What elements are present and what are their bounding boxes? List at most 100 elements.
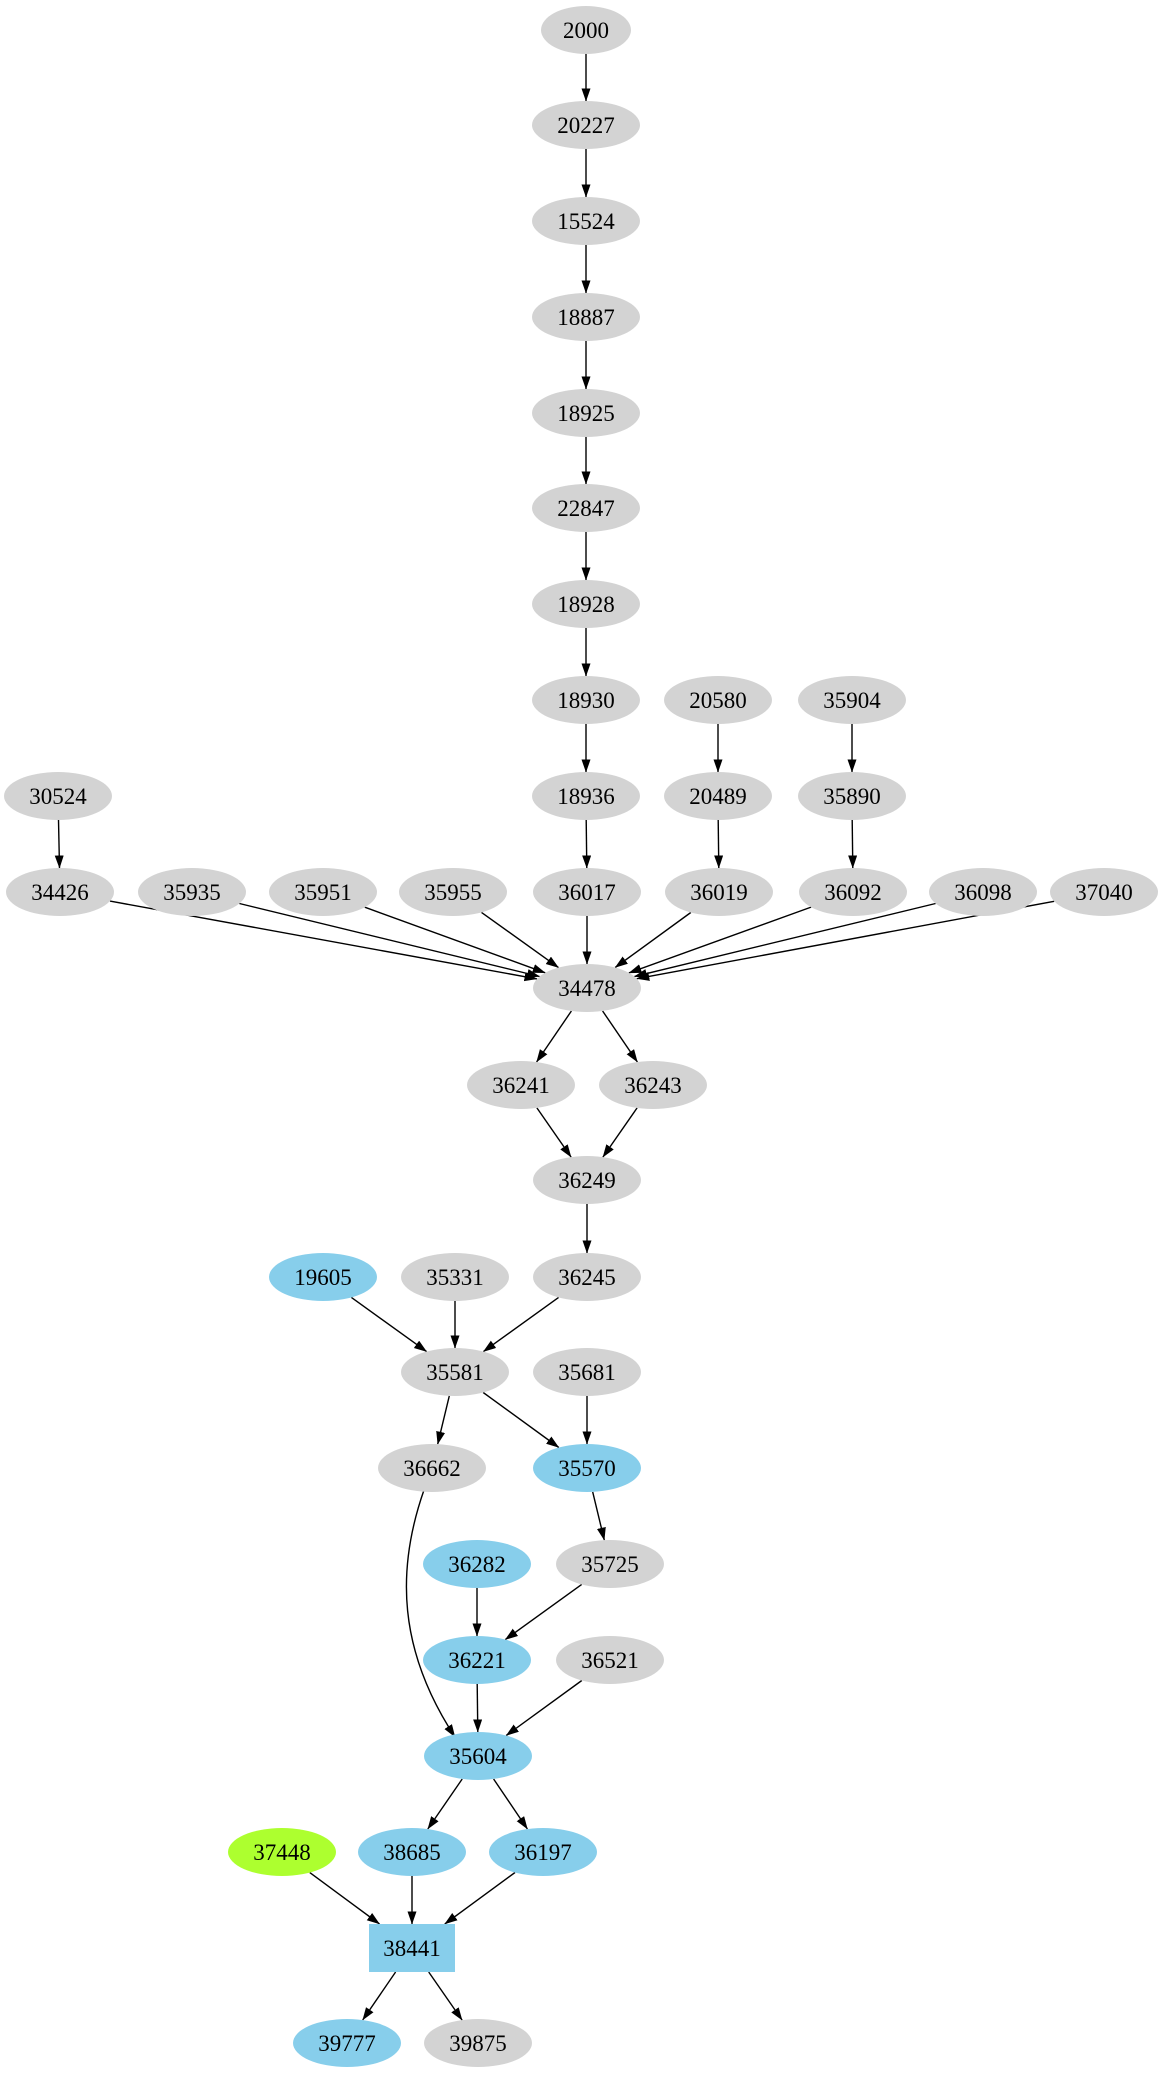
node-label: 2000 <box>563 18 609 43</box>
node-ellipse <box>424 1732 532 1780</box>
node-36092: 36092 <box>799 868 907 916</box>
edge-34478-36241 <box>536 1010 572 1063</box>
node-35570: 35570 <box>533 1444 641 1492</box>
node-37040: 37040 <box>1050 868 1158 916</box>
node-ellipse <box>599 1061 707 1109</box>
node-35890: 35890 <box>798 772 906 820</box>
edge-19605-35581 <box>350 1296 428 1353</box>
node-label: 18925 <box>557 401 615 426</box>
node-ellipse <box>378 1444 486 1492</box>
edge-30524-34426 <box>54 819 64 869</box>
node-label: 36245 <box>558 1265 616 1290</box>
edge-36521-35604 <box>505 1679 583 1737</box>
node-36017: 36017 <box>533 868 641 916</box>
node-36197: 36197 <box>489 1828 597 1876</box>
node-label: 36243 <box>624 1073 682 1098</box>
node-ellipse <box>556 1636 664 1684</box>
edges-layer <box>54 54 1055 2021</box>
node-ellipse <box>401 1253 509 1301</box>
node-label: 35681 <box>558 1360 616 1385</box>
node-34478: 34478 <box>533 964 641 1012</box>
node-ellipse <box>293 2019 401 2067</box>
node-ellipse <box>533 964 641 1012</box>
node-label: 39777 <box>318 2031 376 2056</box>
node-label: 22847 <box>557 496 615 521</box>
node-label: 36019 <box>690 880 748 905</box>
node-label: 36249 <box>558 1168 616 1193</box>
node-ellipse <box>541 6 631 54</box>
edge-35890-36092 <box>848 819 858 869</box>
edge-20489-36019 <box>714 819 724 869</box>
edge-37448-38441 <box>309 1872 380 1925</box>
node-ellipse <box>533 1348 641 1396</box>
node-ellipse <box>269 868 377 916</box>
node-37448: 37448 <box>228 1828 336 1876</box>
node-ellipse <box>401 1348 509 1396</box>
node-ellipse <box>6 868 114 916</box>
node-35904: 35904 <box>798 676 906 724</box>
node-label: 34426 <box>31 880 89 905</box>
node-36221: 36221 <box>423 1636 531 1684</box>
node-ellipse <box>532 101 640 149</box>
node-36662: 36662 <box>378 1444 486 1492</box>
node-label: 19605 <box>294 1265 352 1290</box>
node-ellipse <box>532 197 640 245</box>
node-label: 37448 <box>253 1840 311 1865</box>
node-label: 39875 <box>449 2031 507 2056</box>
node-38685: 38685 <box>358 1828 466 1876</box>
node-34426: 34426 <box>6 868 114 916</box>
node-label: 18887 <box>557 305 615 330</box>
node-18928: 18928 <box>532 580 640 628</box>
node-20580: 20580 <box>664 676 772 724</box>
node-ellipse <box>1050 868 1158 916</box>
node-35725: 35725 <box>556 1540 664 1588</box>
edge-34478-36243 <box>602 1010 638 1063</box>
node-ellipse <box>532 772 640 820</box>
node-ellipse <box>556 1540 664 1588</box>
edge-36098-34478 <box>633 902 936 978</box>
node-label: 30524 <box>29 784 87 809</box>
node-label: 36098 <box>954 880 1012 905</box>
edge-36092-34478 <box>628 906 812 974</box>
node-ellipse <box>533 1253 641 1301</box>
node-label: 36662 <box>403 1456 461 1481</box>
node-label: 36092 <box>824 880 882 905</box>
node-label: 35955 <box>424 880 482 905</box>
edge-35955-34478 <box>481 911 559 969</box>
node-label: 38441 <box>383 1936 441 1961</box>
node-ellipse <box>532 676 640 724</box>
node-label: 36521 <box>581 1648 639 1673</box>
node-ellipse <box>399 868 507 916</box>
node-38441: 38441 <box>369 1924 455 1972</box>
node-36241: 36241 <box>467 1061 575 1109</box>
edge-36245-35581 <box>482 1296 560 1353</box>
node-label: 35904 <box>823 688 881 713</box>
edge-38441-39777 <box>362 1971 397 2021</box>
node-ellipse <box>358 1828 466 1876</box>
node-label: 36282 <box>448 1552 506 1577</box>
node-ellipse <box>423 1636 531 1684</box>
node-label: 35890 <box>823 784 881 809</box>
node-39875: 39875 <box>424 2019 532 2067</box>
node-label: 18930 <box>557 688 615 713</box>
node-label: 35725 <box>581 1552 639 1577</box>
edge-35570-35725 <box>592 1491 606 1541</box>
edge-35604-36197 <box>493 1778 528 1830</box>
node-ellipse <box>798 772 906 820</box>
node-36245: 36245 <box>533 1253 641 1301</box>
node-19605: 19605 <box>269 1253 377 1301</box>
node-label: 36221 <box>448 1648 506 1673</box>
node-label: 34478 <box>558 976 616 1001</box>
node-label: 15524 <box>557 209 615 234</box>
node-36019: 36019 <box>665 868 773 916</box>
edge-36243-36249 <box>602 1107 638 1158</box>
node-ellipse <box>664 772 772 820</box>
node-35955: 35955 <box>399 868 507 916</box>
edge-35581-36662 <box>436 1395 450 1445</box>
node-30524: 30524 <box>4 772 112 820</box>
node-20489: 20489 <box>664 772 772 820</box>
node-ellipse <box>798 676 906 724</box>
node-35331: 35331 <box>401 1253 509 1301</box>
node-label: 18928 <box>557 592 615 617</box>
